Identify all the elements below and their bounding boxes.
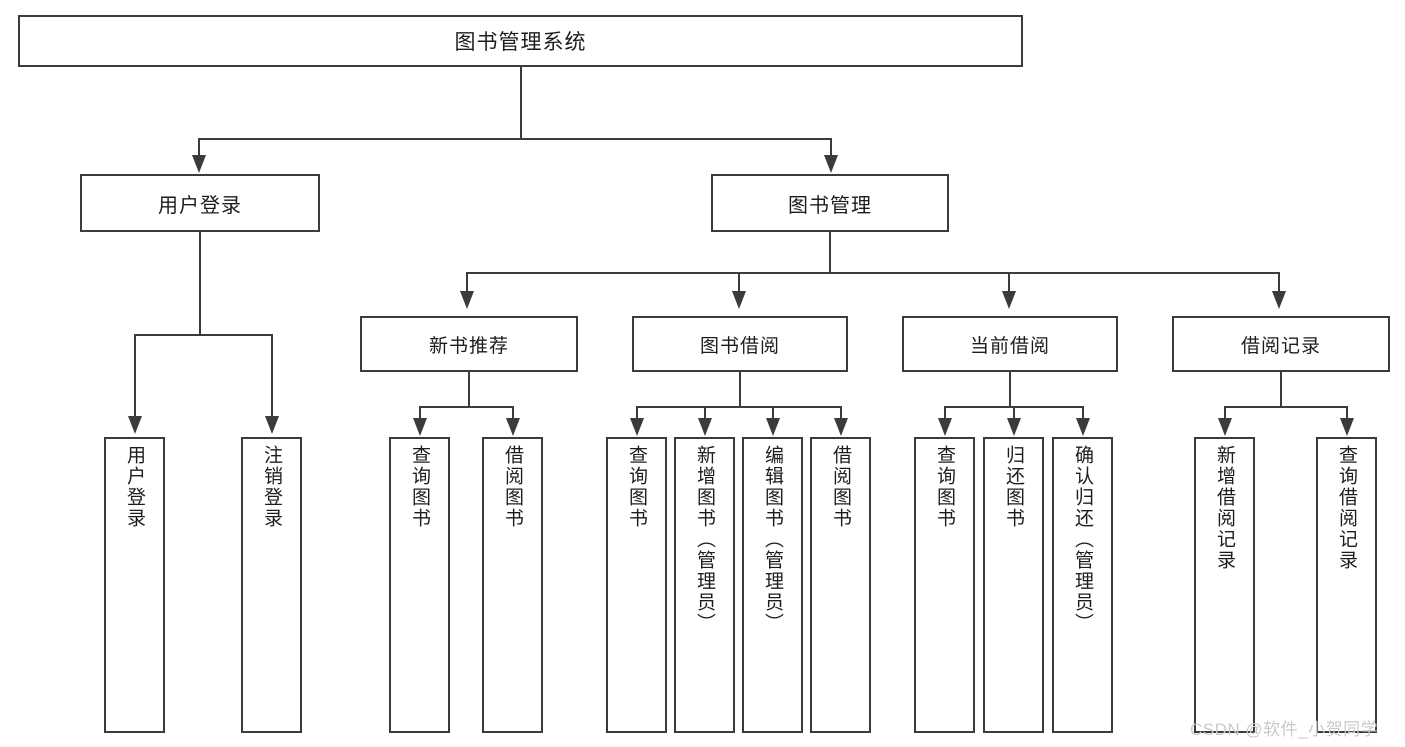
node-book-management[interactable]: 图书管理 [711, 174, 949, 232]
connector-cb-d3 [1082, 406, 1084, 420]
connector-bb-d3 [772, 406, 774, 420]
leaf-label: 确认归还（管理员） [1072, 445, 1093, 634]
leaf-logout[interactable]: 注销登录 [241, 437, 302, 733]
node-label: 用户登录 [158, 194, 242, 217]
connector-user-login-right-drop [271, 334, 273, 418]
arrowhead-current-borrow [1002, 291, 1016, 309]
leaf-nb-borrow-book[interactable]: 借阅图书 [482, 437, 543, 733]
arrowhead-nb-borrow-book [506, 418, 520, 436]
node-label: 借阅记录 [1240, 335, 1321, 357]
leaf-nb-query-book[interactable]: 查询图书 [389, 437, 450, 733]
leaf-label: 注销登录 [261, 445, 282, 529]
connector-bb-d4 [840, 406, 842, 420]
connector-book-borrow-stem [739, 372, 741, 408]
arrowhead-leaf-logout [265, 416, 279, 434]
leaf-br-add-record[interactable]: 新增借阅记录 [1194, 437, 1255, 733]
leaf-cb-confirm-return[interactable]: 确认归还（管理员） [1052, 437, 1113, 733]
connector-book-mgmt-stem [829, 232, 831, 274]
connector-user-login-bar [134, 334, 272, 336]
leaf-label: 新增借阅记录 [1214, 445, 1235, 571]
arrowhead-cb-confirm-return [1076, 418, 1090, 436]
arrowhead-book-mgmt [824, 155, 838, 173]
connector-to-borrow-record [1278, 272, 1280, 294]
arrowhead-cb-return-book [1007, 418, 1021, 436]
connector-new-book-stem [468, 372, 470, 408]
node-label: 当前借阅 [969, 335, 1050, 357]
leaf-bb-add-book[interactable]: 新增图书（管理员） [674, 437, 735, 733]
arrowhead-bb-add-book [698, 418, 712, 436]
connector-cb-d1 [944, 406, 946, 420]
connector-borrow-record-bar [1224, 406, 1346, 408]
connector-bb-d2 [704, 406, 706, 420]
node-book-borrow[interactable]: 图书借阅 [632, 316, 848, 372]
node-user-login[interactable]: 用户登录 [80, 174, 320, 232]
arrowhead-cb-query-book [938, 418, 952, 436]
leaf-cb-query-book[interactable]: 查询图书 [914, 437, 975, 733]
connector-root-to-book-mgmt [830, 138, 832, 158]
leaf-label: 查询图书 [409, 445, 430, 529]
node-new-book-recommend[interactable]: 新书推荐 [360, 316, 578, 372]
node-borrow-record[interactable]: 借阅记录 [1172, 316, 1390, 372]
node-current-borrow[interactable]: 当前借阅 [902, 316, 1118, 372]
connector-new-book-d1 [419, 406, 421, 420]
leaf-cb-return-book[interactable]: 归还图书 [983, 437, 1044, 733]
connector-root-to-user-login [198, 138, 200, 158]
arrowhead-bb-query-book [630, 418, 644, 436]
leaf-label: 查询借阅记录 [1336, 445, 1357, 571]
connector-root-stem [520, 67, 522, 139]
arrowhead-book-borrow [732, 291, 746, 309]
connector-current-borrow-stem [1009, 372, 1011, 408]
leaf-label: 查询图书 [934, 445, 955, 529]
leaf-label: 借阅图书 [502, 445, 523, 529]
leaf-label: 查询图书 [626, 445, 647, 529]
connector-cb-d2 [1013, 406, 1015, 420]
connector-br-d2 [1346, 406, 1348, 420]
arrowhead-borrow-record [1272, 291, 1286, 309]
arrowhead-nb-query-book [413, 418, 427, 436]
leaf-label: 归还图书 [1003, 445, 1024, 529]
connector-user-login-stem [199, 232, 201, 336]
connector-user-login-left-drop [134, 334, 136, 418]
connector-to-current-borrow [1008, 272, 1010, 294]
arrowhead-user-login [192, 155, 206, 173]
connector-new-book-bar [419, 406, 514, 408]
leaf-label: 借阅图书 [830, 445, 851, 529]
node-label: 新书推荐 [428, 335, 509, 357]
connector-bb-d1 [636, 406, 638, 420]
leaf-bb-borrow-book[interactable]: 借阅图书 [810, 437, 871, 733]
connector-root-bar [198, 138, 832, 140]
arrowhead-bb-edit-book [766, 418, 780, 436]
leaf-user-login[interactable]: 用户登录 [104, 437, 165, 733]
connector-to-new-book [466, 272, 468, 294]
connector-book-borrow-bar [636, 406, 840, 408]
arrowhead-leaf-user-login [128, 416, 142, 434]
connector-borrow-record-stem [1280, 372, 1282, 408]
arrowhead-new-book [460, 291, 474, 309]
leaf-bb-query-book[interactable]: 查询图书 [606, 437, 667, 733]
leaf-label: 新增图书（管理员） [694, 445, 715, 634]
connector-new-book-d2 [512, 406, 514, 420]
leaf-label: 编辑图书（管理员） [762, 445, 783, 634]
connector-br-d1 [1224, 406, 1226, 420]
leaf-bb-edit-book[interactable]: 编辑图书（管理员） [742, 437, 803, 733]
leaf-br-query-record[interactable]: 查询借阅记录 [1316, 437, 1377, 733]
leaf-label: 用户登录 [124, 445, 145, 529]
node-label: 图书管理系统 [454, 31, 587, 54]
arrowhead-bb-borrow-book [834, 418, 848, 436]
csdn-watermark: CSDN @软件_小贺同学 [1190, 720, 1379, 739]
connector-book-mgmt-bar [466, 272, 1280, 274]
arrowhead-br-query-record [1340, 418, 1354, 436]
node-label: 图书借阅 [699, 335, 780, 357]
arrowhead-br-add-record [1218, 418, 1232, 436]
connector-to-book-borrow [738, 272, 740, 294]
node-label: 图书管理 [788, 194, 872, 217]
node-root-library-system[interactable]: 图书管理系统 [18, 15, 1023, 67]
